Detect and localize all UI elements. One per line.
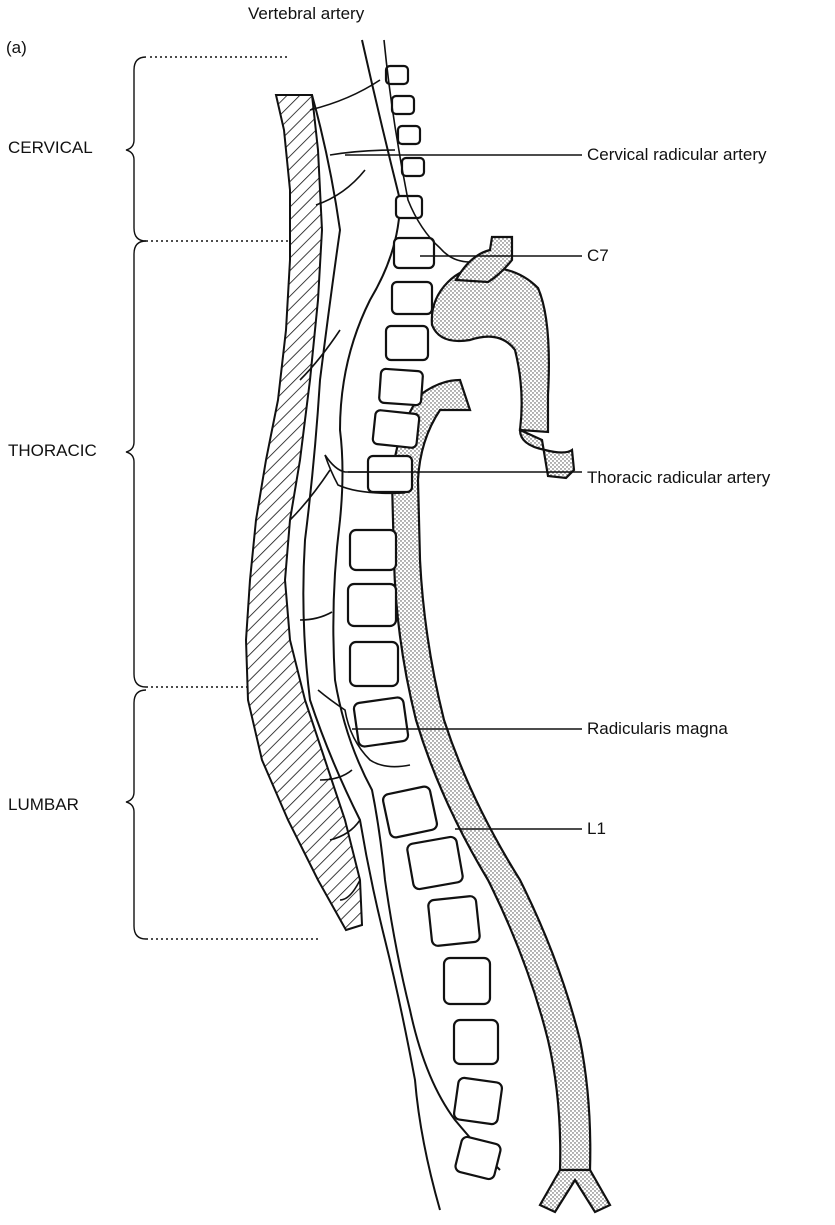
vertebra <box>372 410 419 448</box>
vertebral-artery-label: Vertebral artery <box>248 4 364 24</box>
vertebra <box>350 642 398 686</box>
vertebra <box>382 785 438 838</box>
vertebra <box>454 1136 502 1181</box>
vertebra <box>379 369 423 406</box>
vertebra <box>454 1020 498 1064</box>
region-label-thoracic: THORACIC <box>8 441 97 461</box>
aortic-bifurcation <box>540 1170 610 1212</box>
radicularis-magna-label: Radicularis magna <box>587 719 728 739</box>
c7-label: C7 <box>587 246 609 266</box>
vertebra <box>428 896 481 947</box>
ascending-aorta-stub <box>520 430 574 478</box>
thoracic-brace <box>126 241 146 687</box>
vertebra <box>386 326 428 360</box>
vertebra <box>453 1077 502 1125</box>
region-label-lumbar: LUMBAR <box>8 795 79 815</box>
vertebra <box>398 126 420 144</box>
vertebra-c7 <box>394 238 434 268</box>
lumbar-brace <box>126 690 146 939</box>
region-label-cervical: CERVICAL <box>8 138 93 158</box>
panel-tag: (a) <box>6 38 27 58</box>
vertebra <box>392 282 432 314</box>
vertebra-l1 <box>406 836 463 890</box>
vertebra <box>444 958 490 1004</box>
vertebra <box>348 584 396 626</box>
l1-label: L1 <box>587 819 606 839</box>
vertebra <box>402 158 424 176</box>
vertebra <box>350 530 396 570</box>
vertebra <box>353 697 409 748</box>
vertebra <box>396 196 422 218</box>
cervical-brace <box>126 57 146 241</box>
vertebra <box>368 456 412 492</box>
vertebra <box>392 96 414 114</box>
posterior-body-wall-hatched <box>246 95 362 930</box>
cervical-radicular-artery <box>330 150 395 155</box>
cervical-radicular-artery-label: Cervical radicular artery <box>587 145 767 165</box>
thoracic-radicular-artery-label: Thoracic radicular artery <box>587 468 770 488</box>
aorta <box>392 237 610 1212</box>
